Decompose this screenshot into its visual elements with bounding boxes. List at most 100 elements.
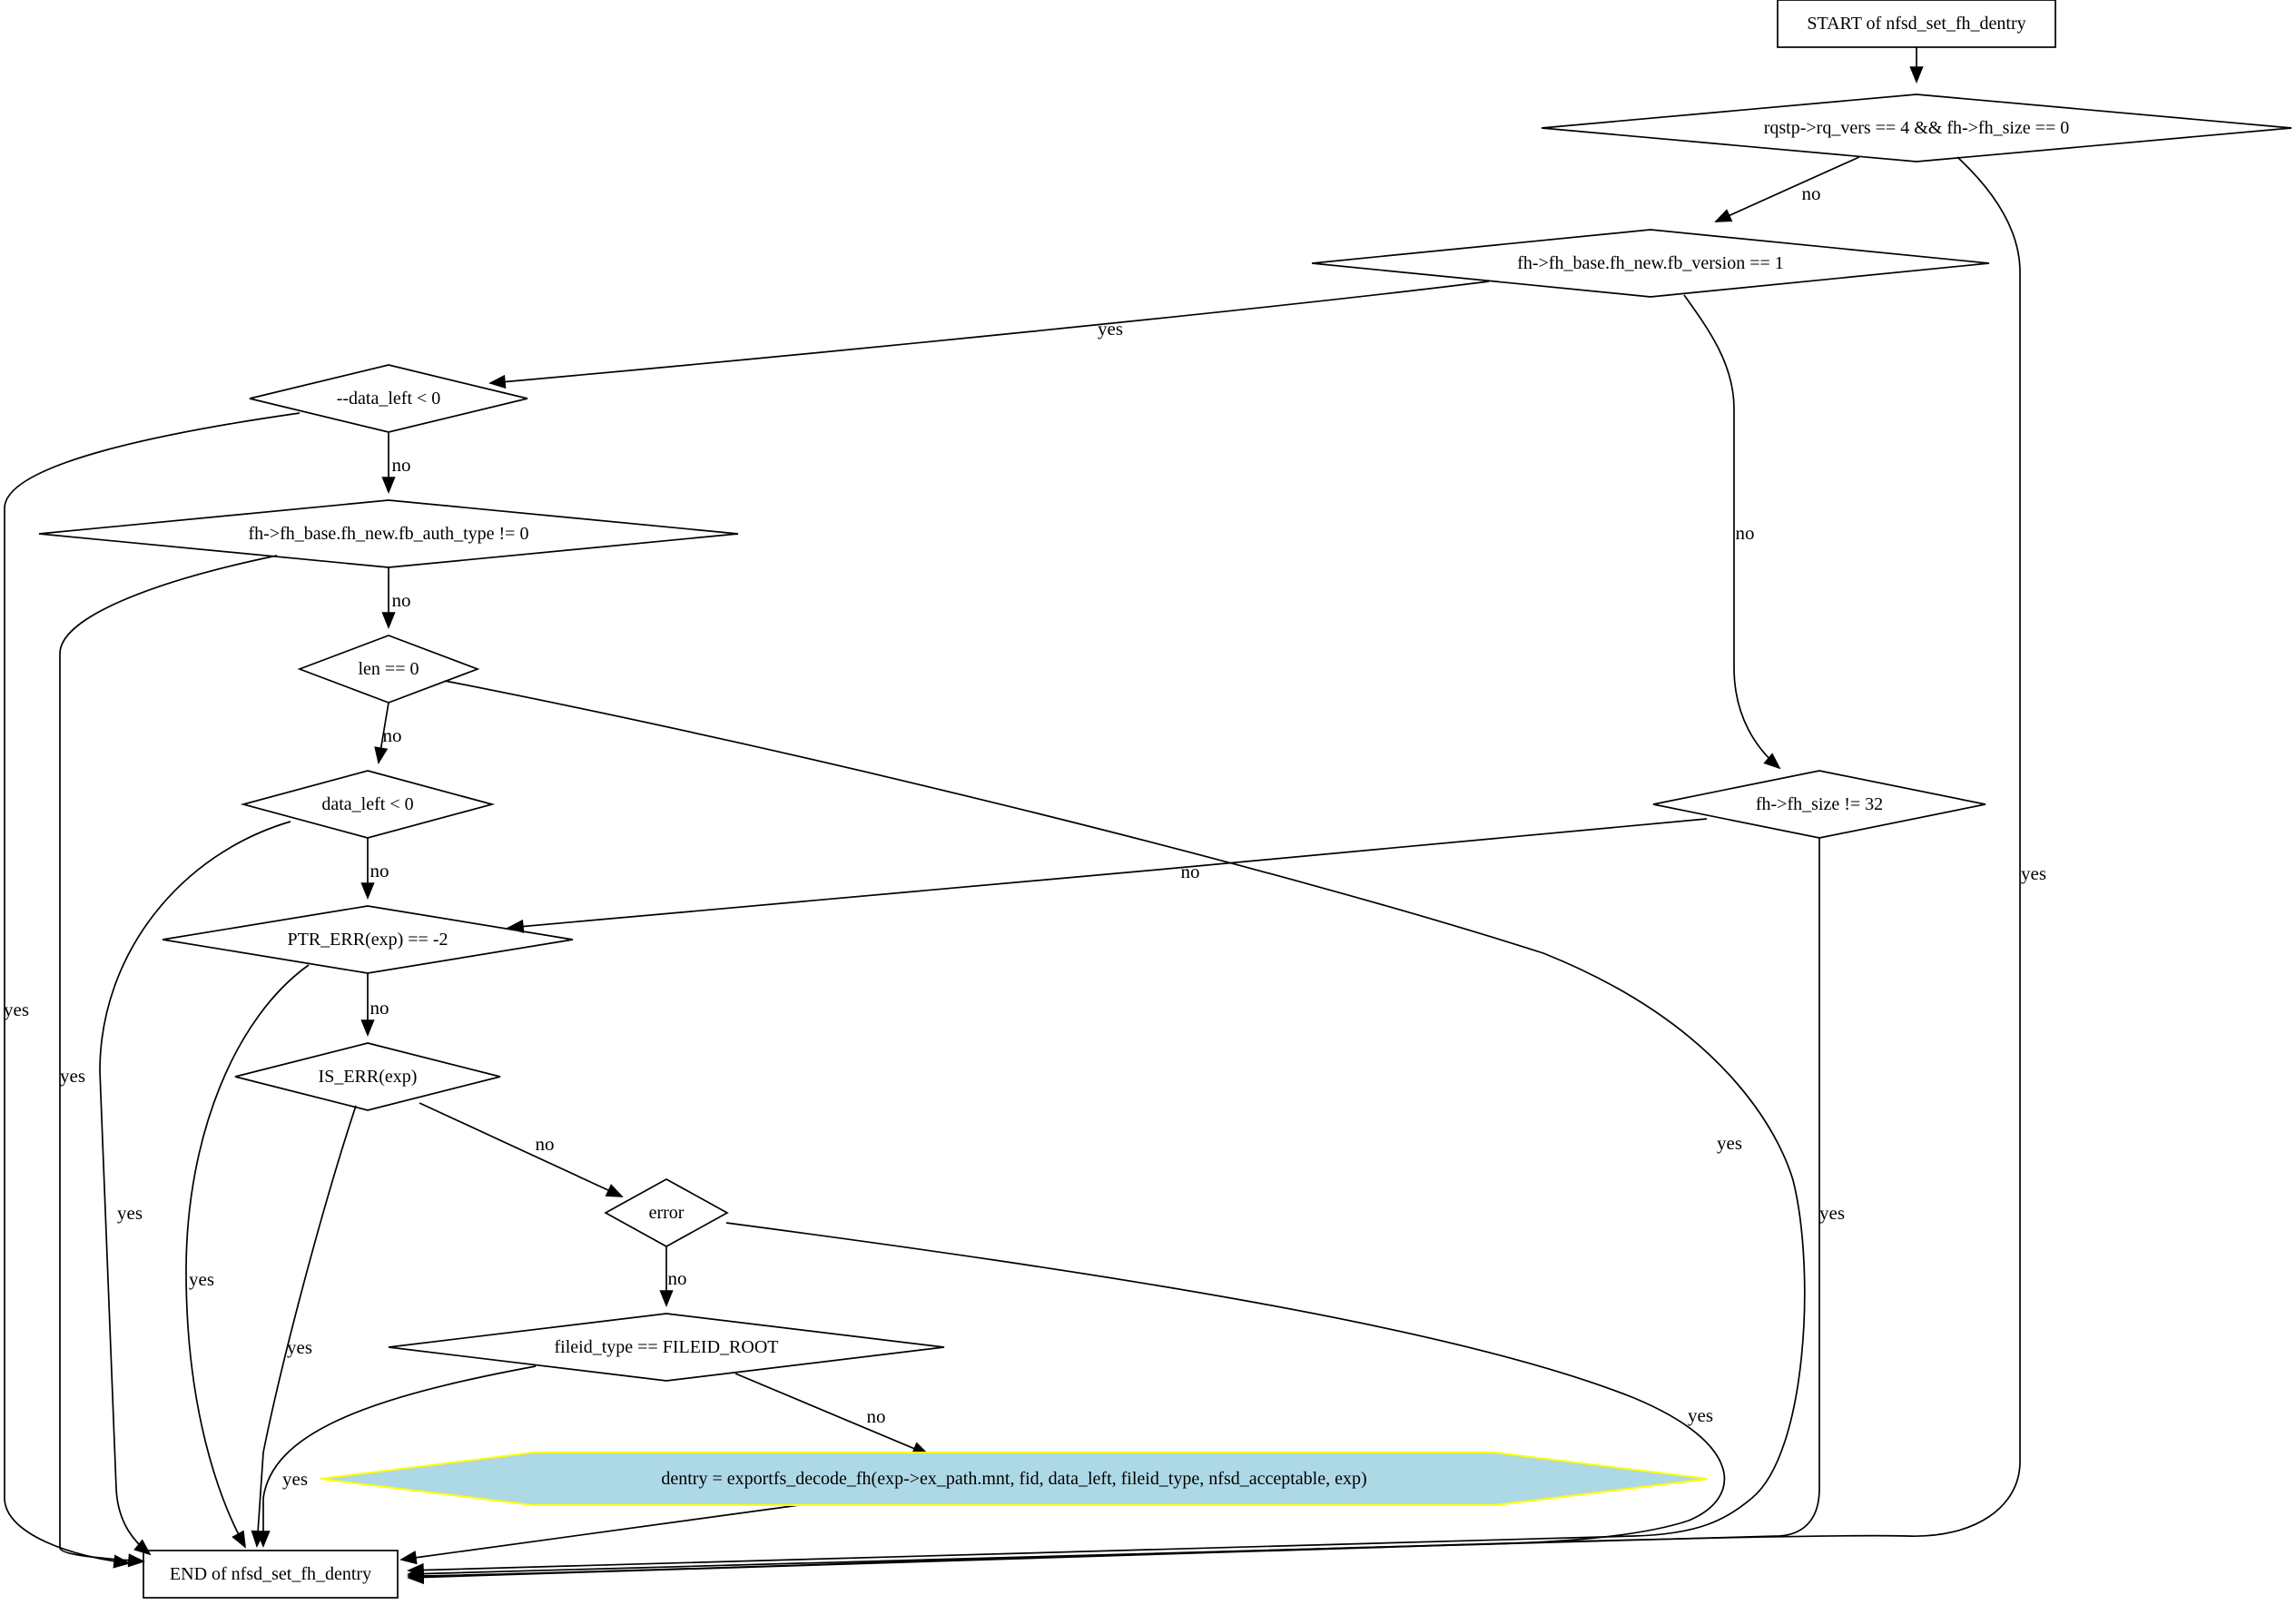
node-end: END of nfsd_set_fh_dentry: [143, 1550, 399, 1599]
node-shape-d_dataleft1: [249, 364, 528, 433]
node-shape-d_ptrerr: [162, 905, 574, 974]
edge-d_fileid-to-end: [262, 1365, 537, 1546]
edge-label-d_vers-to-end: yes: [2021, 862, 2046, 884]
arrowhead-d_ptrerr-to-d_iserr: [360, 1019, 375, 1037]
node-shape-d_error: [604, 1178, 729, 1247]
arrowhead-d_auth-to-end: [127, 1553, 145, 1568]
node-d_iserr: IS_ERR(exp): [234, 1042, 501, 1111]
edge-op_decode-to-end: [400, 1504, 800, 1561]
edge-d_dataleft1-to-end: [4, 412, 301, 1564]
edge-d_fileid-to-op_decode: [734, 1373, 929, 1455]
edge-label-d_fbver-to-d_dataleft1: yes: [1098, 318, 1123, 340]
edge-label-d_dataleft2-to-d_ptrerr: no: [370, 860, 389, 881]
edge-d_auth-to-end: [59, 555, 278, 1562]
edge-d_fhsize-to-end: [408, 838, 1820, 1575]
node-label-start: START of nfsd_set_fh_dentry: [1807, 14, 2025, 34]
node-start: START of nfsd_set_fh_dentry: [1777, 0, 2056, 48]
node-label-d_len: len == 0: [359, 659, 419, 679]
node-d_fileid: fileid_type == FILEID_ROOT: [388, 1313, 945, 1382]
node-shape-end: [143, 1550, 399, 1599]
edge-d_ptrerr-to-end: [185, 964, 310, 1548]
node-shape-d_len: [297, 635, 480, 704]
edge-label-d_len-to-end: yes: [1717, 1132, 1742, 1154]
arrowhead-d_auth-to-d_len: [381, 612, 396, 629]
node-d_ptrerr: PTR_ERR(exp) == -2: [162, 905, 574, 974]
node-op_decode: dentry = exportfs_decode_fh(exp->ex_path…: [320, 1452, 1709, 1506]
node-shape-d_iserr: [234, 1042, 501, 1111]
node-shape-d_auth: [38, 499, 739, 568]
arrowhead-d_vers-to-d_fbver: [1714, 209, 1733, 222]
edge-label-d_error-to-end: yes: [1688, 1404, 1713, 1426]
node-shape-d_fhsize: [1652, 770, 1986, 839]
node-d_error: error: [604, 1178, 729, 1247]
node-label-d_vers: rqstp->rq_vers == 4 && fh->fh_size == 0: [1764, 118, 2070, 138]
node-shape-start: [1777, 0, 2056, 48]
edge-d_error-to-end: [408, 1222, 1726, 1579]
node-label-d_ptrerr: PTR_ERR(exp) == -2: [288, 930, 448, 950]
arrowhead-d_fileid-to-end: [256, 1531, 271, 1548]
edge-label-d_ptrerr-to-end: yes: [189, 1268, 214, 1290]
node-d_fhsize: fh->fh_size != 32: [1652, 770, 1986, 839]
arrowhead-d_dataleft1-to-d_auth: [381, 477, 396, 494]
edge-d_fbver-to-d_fhsize: [1683, 294, 1780, 769]
arrowhead-op_decode-to-end: [399, 1551, 418, 1565]
edge-label-d_iserr-to-end: yes: [287, 1336, 312, 1358]
edge-label-d_dataleft2-to-end: yes: [117, 1202, 143, 1224]
node-label-d_iserr: IS_ERR(exp): [319, 1067, 418, 1087]
edge-label-d_error-to-d_fileid: no: [668, 1267, 687, 1289]
node-d_dataleft2: data_left < 0: [240, 770, 496, 839]
edge-label-d_fhsize-to-d_ptrerr: no: [1181, 861, 1200, 882]
edge-d_fhsize-to-d_ptrerr: [507, 818, 1708, 929]
nodes-layer: START of nfsd_set_fh_dentry rqstp->rq_ver…: [38, 0, 2292, 1599]
arrowhead-d_dataleft2-to-d_ptrerr: [360, 882, 375, 900]
node-label-d_auth: fh->fh_base.fh_new.fb_auth_type != 0: [249, 524, 529, 544]
edge-label-d_auth-to-d_len: no: [392, 589, 411, 611]
arrowhead-d_dataleft1-to-end: [113, 1554, 131, 1569]
node-label-d_fhsize: fh->fh_size != 32: [1756, 794, 1883, 814]
node-shape-d_fbver: [1311, 229, 1990, 298]
edge-label-d_fbver-to-d_fhsize: no: [1736, 522, 1755, 544]
edge-label-d_dataleft1-to-d_auth: no: [392, 454, 411, 476]
edge-d_iserr-to-d_error: [419, 1102, 623, 1197]
node-shape-d_fileid: [388, 1313, 945, 1382]
node-label-d_fileid: fileid_type == FILEID_ROOT: [555, 1337, 779, 1357]
node-d_dataleft1: --data_left < 0: [249, 364, 528, 433]
arrowhead-d_fbver-to-d_dataleft1: [488, 374, 507, 389]
edges-layer: [4, 47, 2021, 1585]
arrowhead-d_error-to-end: [407, 1570, 424, 1585]
node-label-d_fbver: fh->fh_base.fh_new.fb_version == 1: [1517, 253, 1784, 273]
edge-d_vers-to-d_fbver: [1715, 156, 1860, 222]
arrowhead-d_fbver-to-d_fhsize: [1763, 753, 1781, 770]
edge-label-d_fileid-to-end: yes: [282, 1468, 308, 1490]
edge-label-d_dataleft1-to-end: yes: [4, 999, 29, 1020]
arrowhead-start-to-d_vers: [1909, 66, 1924, 84]
edge-d_iserr-to-end: [256, 1105, 357, 1547]
node-d_fbver: fh->fh_base.fh_new.fb_version == 1: [1311, 229, 1990, 298]
node-shape-d_dataleft2: [240, 770, 496, 839]
node-label-op_decode: dentry = exportfs_decode_fh(exp->ex_path…: [661, 1469, 1366, 1489]
node-shape-d_vers: [1541, 94, 2292, 162]
edge-label-d_iserr-to-d_error: no: [536, 1133, 555, 1155]
node-d_auth: fh->fh_base.fh_new.fb_auth_type != 0: [38, 499, 739, 568]
edge-d_vers-to-end: [408, 156, 2021, 1577]
arrowhead-d_ptrerr-to-end: [232, 1530, 246, 1549]
node-label-d_dataleft2: data_left < 0: [321, 794, 413, 814]
edge-label-d_fhsize-to-end: yes: [1819, 1202, 1845, 1224]
arrowhead-d_iserr-to-d_error: [605, 1184, 624, 1197]
node-label-d_error: error: [649, 1203, 685, 1223]
edge-label-d_ptrerr-to-d_iserr: no: [370, 997, 389, 1019]
arrowhead-d_len-to-d_dataleft2: [374, 746, 389, 764]
edge-label-d_auth-to-end: yes: [60, 1065, 85, 1087]
node-shape-op_decode: [320, 1452, 1709, 1506]
edge-d_dataleft2-to-end: [99, 821, 291, 1555]
edge-label-d_len-to-d_dataleft2: no: [383, 724, 402, 746]
edge-d_len-to-end: [408, 680, 1806, 1571]
edge-label-d_fileid-to-op_decode: no: [867, 1405, 886, 1427]
node-label-end: END of nfsd_set_fh_dentry: [170, 1564, 371, 1584]
node-d_len: len == 0: [297, 635, 480, 704]
edge-d_fbver-to-d_dataleft1: [489, 281, 1490, 384]
node-label-d_dataleft1: --data_left < 0: [337, 389, 441, 409]
edge-labels-layer: no yes yes no no yes no yes no yes no yes no yes no yes…: [4, 182, 2046, 1490]
